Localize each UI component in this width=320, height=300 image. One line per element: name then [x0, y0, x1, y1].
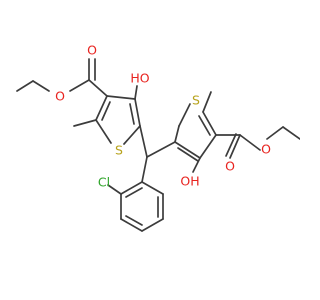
carbonyl-oxygen-left: O — [87, 43, 97, 58]
bond — [174, 141, 201, 159]
bond — [282, 126, 300, 140]
molecule-diagram: O O HO S OH S O O Cl — [16, 43, 300, 232]
bond — [129, 103, 135, 125]
bond — [73, 119, 97, 127]
bond — [266, 126, 284, 140]
bond — [225, 133, 237, 157]
bond — [101, 101, 111, 121]
bond — [192, 157, 201, 173]
bond — [177, 147, 199, 162]
bond — [139, 125, 148, 158]
carbonyl-oxygen-right: O — [225, 159, 235, 174]
bond — [69, 79, 90, 92]
bond — [120, 218, 143, 232]
bond — [202, 111, 217, 136]
bond — [202, 91, 212, 113]
bond — [32, 80, 50, 92]
ester-oxygen-right: O — [261, 142, 271, 157]
bond — [125, 187, 143, 198]
bond — [174, 125, 180, 143]
bond — [120, 181, 143, 195]
bond — [95, 119, 112, 144]
bond — [106, 95, 136, 100]
ester-oxygen-left: O — [55, 89, 65, 104]
hydroxyl-right: OH — [180, 174, 199, 189]
bond — [141, 218, 164, 232]
sulfur-right: S — [192, 93, 200, 108]
bonds — [16, 58, 300, 232]
bond — [141, 181, 164, 195]
chlorine: Cl — [98, 175, 110, 190]
bond — [199, 134, 217, 159]
bond — [134, 85, 138, 100]
bond — [178, 103, 191, 127]
bond — [107, 184, 122, 195]
bond — [198, 115, 211, 136]
bond — [134, 98, 141, 127]
structure-svg: O O HO S OH S O O Cl — [16, 43, 300, 232]
sulfur-left: S — [115, 143, 123, 158]
bond — [239, 134, 261, 151]
atom-labels: O O HO S OH S O O Cl — [55, 43, 271, 190]
bond — [88, 79, 108, 97]
bond — [123, 125, 141, 145]
bond — [95, 95, 108, 121]
bond — [16, 80, 34, 92]
bond — [141, 156, 148, 183]
bond — [229, 134, 241, 159]
bond — [125, 215, 143, 226]
bond — [146, 141, 176, 158]
hydroxyl-left: HO — [130, 71, 149, 86]
